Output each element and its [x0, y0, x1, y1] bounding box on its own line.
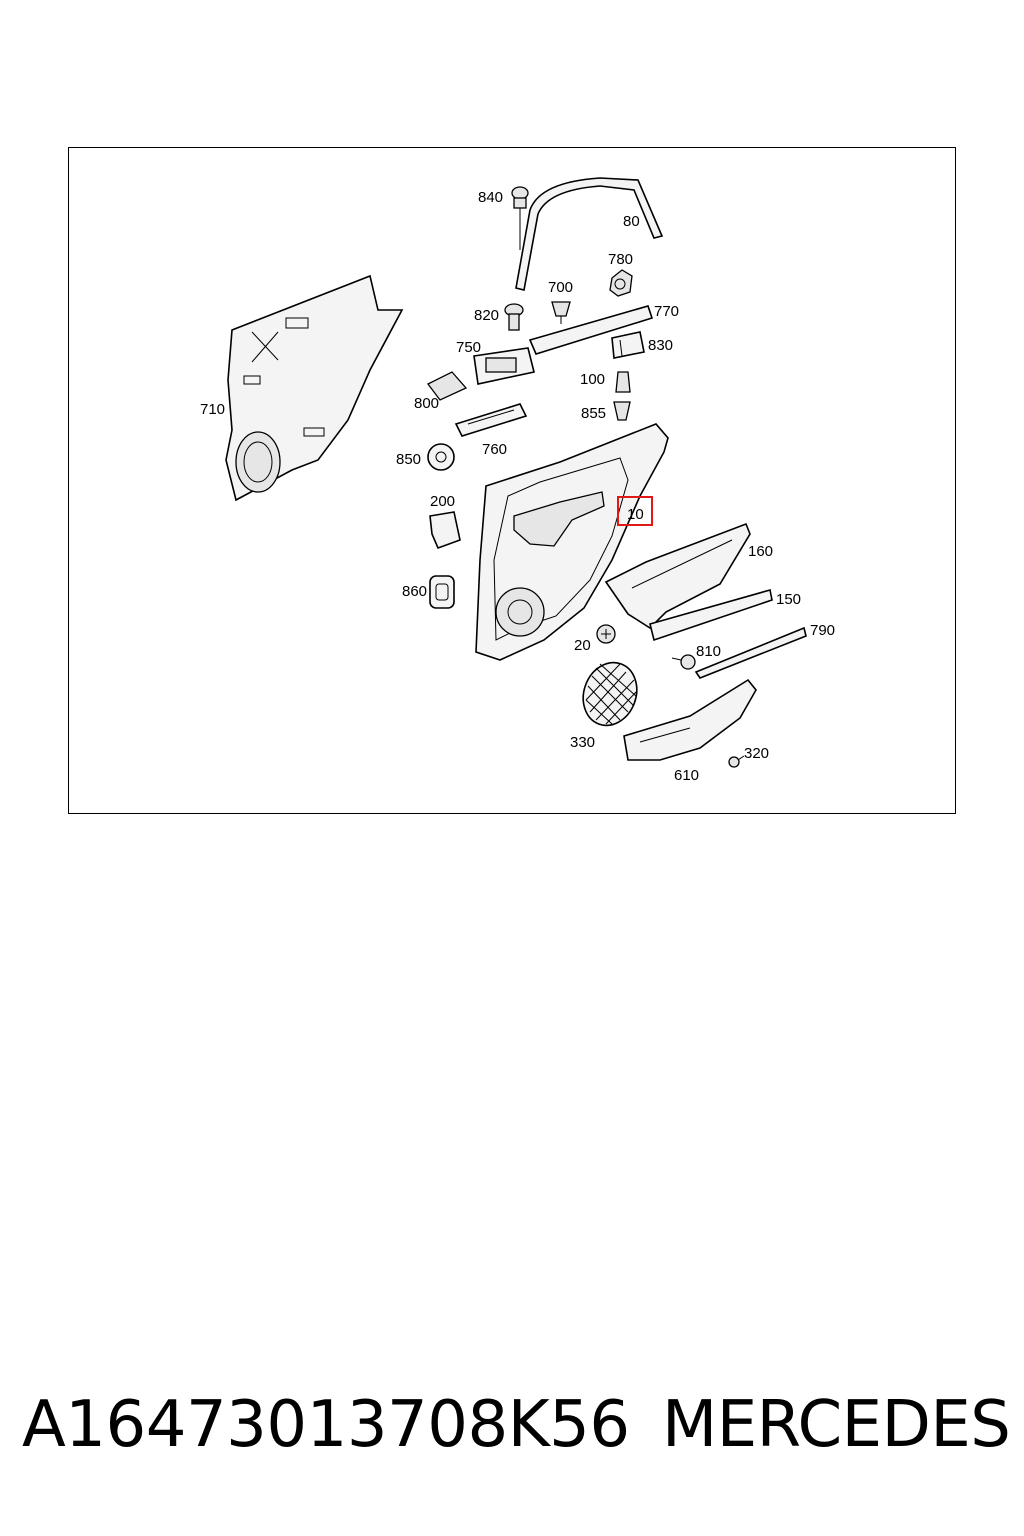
part-750-handle-housing — [473, 347, 535, 385]
callout-330: 330 — [570, 734, 595, 751]
part-790-strip — [694, 626, 807, 679]
callout-610: 610 — [674, 767, 699, 784]
part-760-grab-handle — [454, 403, 528, 437]
part-810-screw — [671, 654, 696, 670]
callout-320: 320 — [744, 745, 769, 762]
callout-200: 200 — [430, 493, 455, 510]
part-number: A16473013708K56 — [22, 1388, 630, 1462]
part-850-speaker — [427, 443, 455, 471]
part-855-plug — [613, 401, 631, 421]
part-100-plug — [615, 371, 631, 393]
callout-855: 855 — [581, 405, 606, 422]
part-820-screw — [504, 303, 524, 331]
highlight-box-10 — [617, 496, 653, 526]
part-200-bracket — [429, 511, 461, 550]
part-10-door-panel — [475, 423, 669, 661]
callout-770: 770 — [654, 303, 679, 320]
callout-780: 780 — [608, 251, 633, 268]
callout-10: 10 — [627, 506, 644, 523]
part-150-trim — [649, 588, 773, 642]
diagram-frame — [68, 147, 956, 814]
part-330-speaker-grille — [582, 661, 638, 727]
part-830-bracket — [611, 331, 645, 359]
callout-810: 810 — [696, 643, 721, 660]
callout-20: 20 — [574, 637, 591, 654]
part-710-insulation-panel — [225, 274, 404, 502]
callout-750: 750 — [456, 339, 481, 356]
callout-760: 760 — [482, 441, 507, 458]
part-800-cover — [427, 371, 468, 401]
callout-820: 820 — [474, 307, 499, 324]
part-160-armrest — [604, 522, 751, 630]
callout-700: 700 — [548, 279, 573, 296]
callout-150: 150 — [776, 591, 801, 608]
callout-710: 710 — [200, 401, 225, 418]
part-320-clip — [728, 755, 745, 768]
part-80-frame-strip — [515, 177, 664, 291]
callout-80: 80 — [623, 213, 640, 230]
callout-840: 840 — [478, 189, 503, 206]
part-770-trim-strip — [528, 305, 654, 355]
callout-100: 100 — [580, 371, 605, 388]
part-840-bolt — [511, 186, 529, 250]
part-780-nut — [609, 269, 633, 297]
footer: A16473013708K56 MERCEDES — [0, 1385, 1024, 1475]
part-610-lower-trim — [623, 678, 757, 761]
brand-name: MERCEDES — [662, 1388, 1011, 1462]
callout-800: 800 — [414, 395, 439, 412]
part-700-clip — [551, 301, 571, 324]
part-20-screw — [596, 624, 616, 644]
callout-830: 830 — [648, 337, 673, 354]
callout-160: 160 — [748, 543, 773, 560]
callout-860: 860 — [402, 583, 427, 600]
part-860-pull-cup — [429, 575, 455, 609]
callout-850: 850 — [396, 451, 421, 468]
callout-790: 790 — [810, 622, 835, 639]
